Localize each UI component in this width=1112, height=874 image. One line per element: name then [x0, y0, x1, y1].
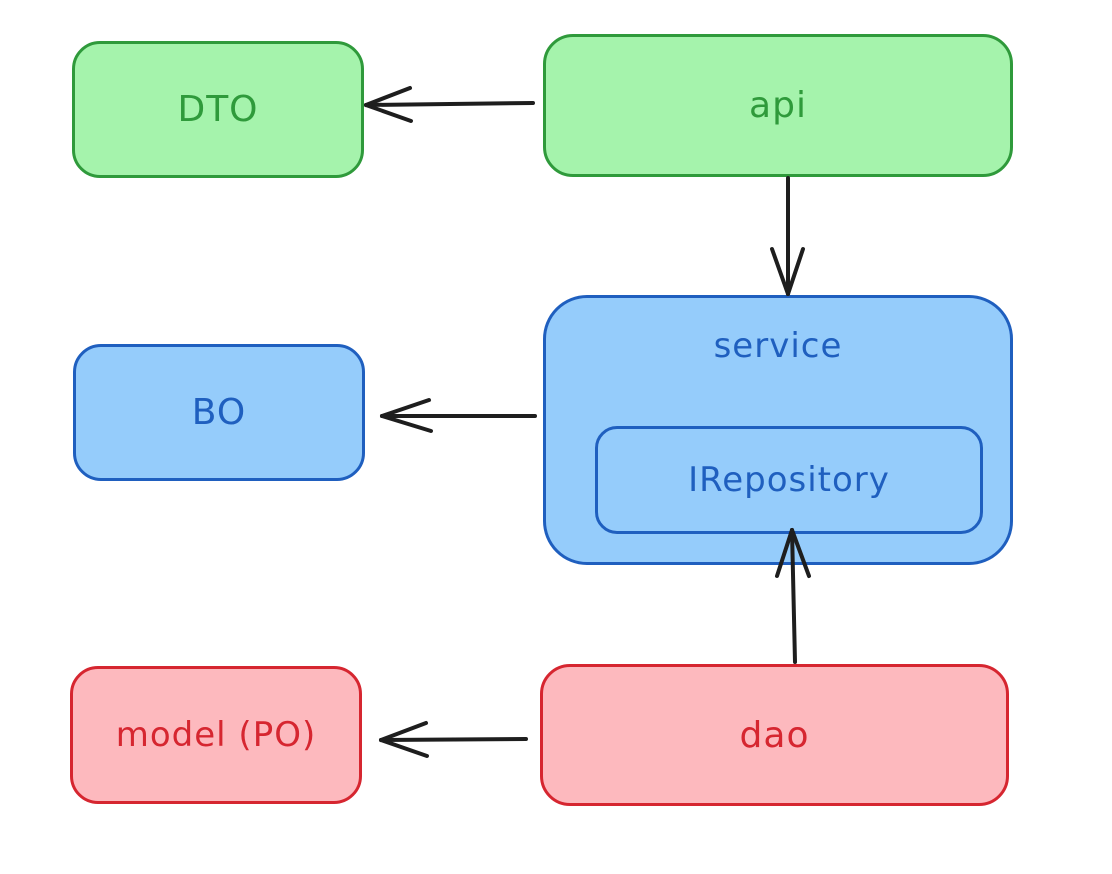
- dao-label: dao: [739, 714, 810, 756]
- arrow-service-to-bo: [380, 398, 537, 433]
- bo-node: BO: [73, 344, 365, 481]
- dao-node: dao: [540, 664, 1009, 806]
- irepository-label: IRepository: [688, 460, 890, 500]
- dto-label: DTO: [177, 89, 259, 130]
- arrow-dao-to-model: [379, 721, 528, 758]
- arrow-api-to-service: [770, 176, 805, 296]
- bo-label: BO: [191, 392, 247, 433]
- api-node: api: [543, 34, 1013, 177]
- dto-node: DTO: [72, 41, 364, 178]
- service-label: service: [713, 326, 843, 366]
- model-po-label: model (PO): [115, 715, 317, 755]
- arrow-api-to-dto: [364, 86, 535, 123]
- irepository-node: IRepository: [595, 426, 983, 534]
- model-po-node: model (PO): [70, 666, 362, 804]
- api-label: api: [749, 85, 807, 126]
